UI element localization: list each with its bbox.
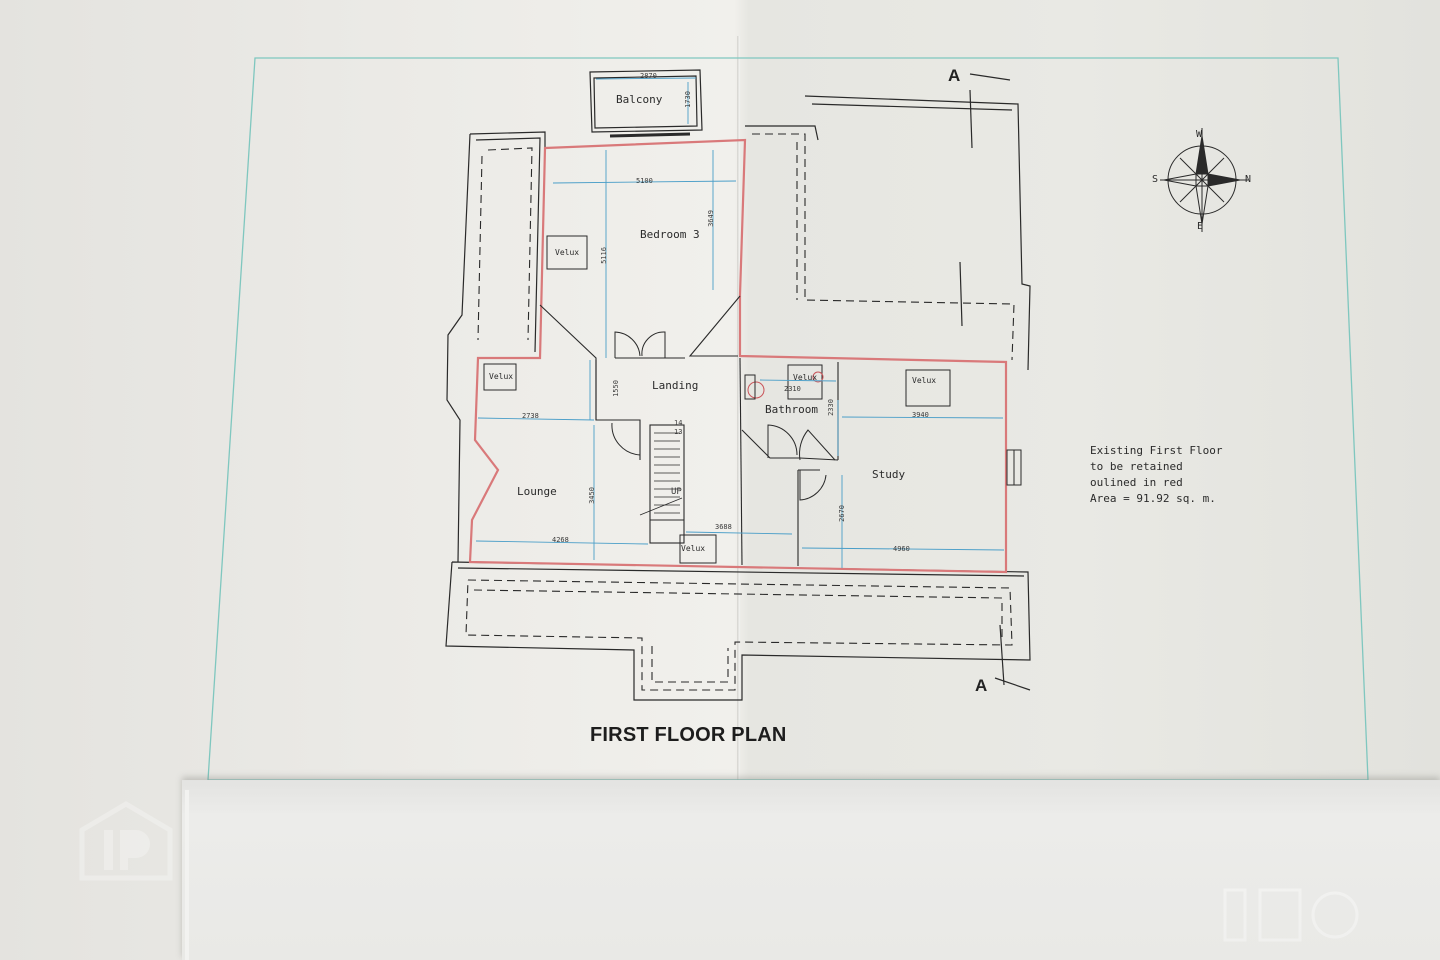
dim-balcony-width: 2870 [640, 72, 657, 80]
dim-corridor: 3688 [715, 523, 732, 531]
door-swings [611, 331, 836, 501]
stair-step-13: 13 [674, 428, 683, 436]
note-line-2: to be retained [1090, 460, 1183, 473]
sheet-edge-highlight [185, 790, 189, 960]
dim-bedroom-width: 5100 [636, 177, 653, 185]
note-line-3: oulined in red [1090, 476, 1183, 489]
plan-title: FIRST FLOOR PLAN [590, 724, 787, 746]
outer-walls [445, 95, 1031, 701]
faint-watermark-icon [1223, 888, 1359, 942]
velux-label-bedroom: Velux [555, 248, 580, 257]
dim-bathroom-depth: 2330 [826, 399, 835, 416]
velux-windows [483, 235, 951, 407]
dim-bedroom-side: 3649 [706, 210, 715, 227]
note-line-1: Existing First Floor [1090, 444, 1223, 457]
overlapping-paper-sheet [182, 780, 1440, 960]
dimension-lines [475, 77, 1005, 568]
existing-outline-red [468, 138, 1008, 574]
dim-study-bottom: 4960 [893, 545, 910, 553]
room-label-lounge: Lounge [517, 485, 557, 498]
room-label-bedroom3: Bedroom 3 [640, 228, 700, 241]
compass-east-label: E [1197, 221, 1204, 232]
interior-walls [539, 295, 839, 566]
section-lines [959, 73, 1031, 691]
velux-label-lounge: Velux [489, 372, 514, 381]
paper-fold [737, 36, 740, 780]
property-logo-watermark-icon [79, 801, 173, 881]
room-label-balcony: Balcony [616, 93, 663, 106]
room-label-bathroom: Bathroom [765, 403, 818, 416]
note-line-4: Area = 91.92 sq. m. [1090, 492, 1216, 505]
room-label-landing: Landing [652, 379, 699, 392]
existing-floor-note: Existing First Floor to be retained ouli… [1090, 443, 1222, 507]
dim-bathroom-width: 2310 [784, 385, 801, 393]
dim-lounge-depth: 3450 [587, 487, 596, 504]
compass-north-label: N [1245, 174, 1252, 185]
bathroom-fixtures [744, 364, 824, 400]
dim-balcony-depth: 1730 [683, 91, 692, 108]
section-marker-top: A [948, 66, 961, 85]
sheet-border [207, 57, 1369, 781]
dim-lounge-width: 2738 [522, 412, 539, 420]
dim-landing-depth: 1550 [611, 380, 620, 397]
compass-south-label: S [1152, 174, 1159, 185]
dim-study-depth: 2670 [837, 505, 846, 522]
study-window [1006, 449, 1022, 486]
velux-label-bathroom: Velux [793, 373, 818, 382]
room-label-study: Study [872, 468, 906, 481]
stair-step-14: 14 [674, 419, 683, 427]
dim-bedroom-depth: 5116 [599, 247, 608, 264]
section-marker-bottom: A [975, 676, 988, 695]
balcony-structure [589, 69, 703, 138]
stair-up-label: UP [671, 487, 682, 497]
compass-west-label: W [1196, 129, 1203, 140]
velux-label-stair: Velux [681, 544, 706, 553]
staircase [639, 432, 683, 516]
compass-rose [1160, 128, 1248, 232]
velux-label-study: Velux [912, 376, 937, 385]
dim-lounge-bottom: 4268 [552, 536, 569, 544]
dim-study-width: 3940 [912, 411, 929, 419]
eave-dashed-lines [465, 133, 1015, 691]
